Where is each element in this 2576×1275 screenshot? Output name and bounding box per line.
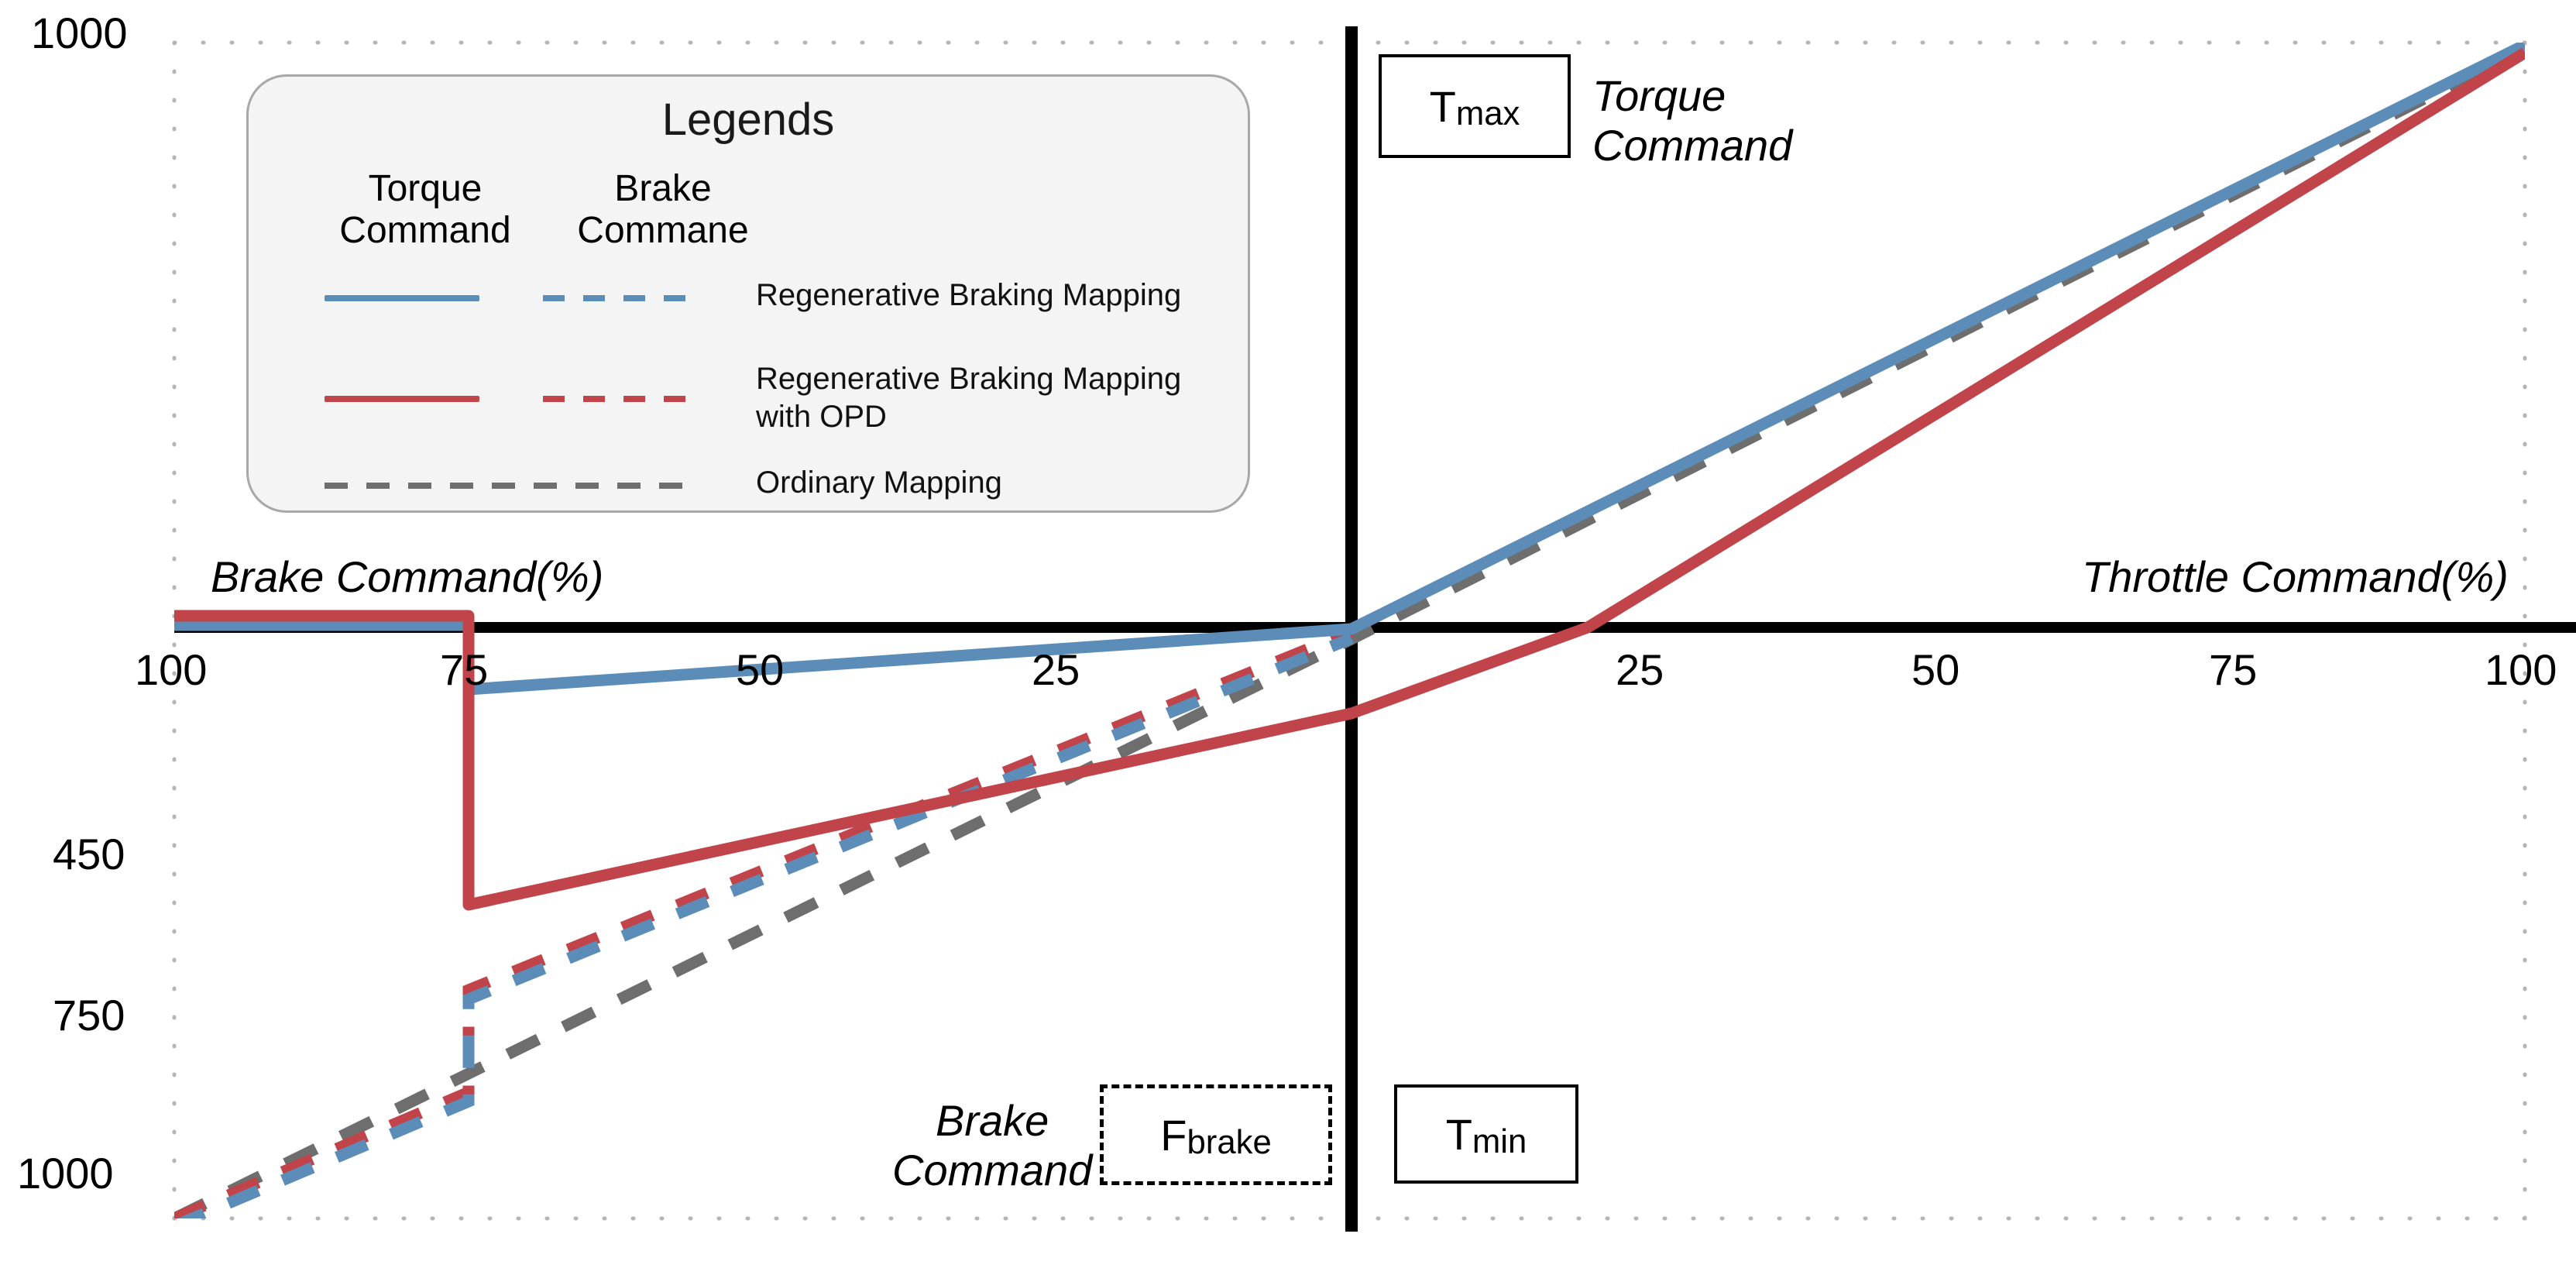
y-tick-1000-bottom: 1000 [17,1149,114,1198]
legend-col-brake-command: Brake Commane [547,168,779,252]
x-axis-title-brake: Brake Command(%) [211,552,604,601]
x-tick-brake-50: 50 [736,645,785,694]
legend-col2-line1: Brake [614,168,712,209]
series-brake-command-regen-dashed [177,633,1354,1218]
t-max-subscript: max [1455,94,1520,132]
brake-command-line2: Command [892,1146,1093,1195]
legend-label-ordinary-mapping: Ordinary Mapping [756,464,1221,502]
legend-swatch-dashed-grey [325,483,698,489]
y-tick-450: 450 [53,830,125,878]
torque-command-line1: Torque [1592,71,1726,120]
y-tick-1000-top: 1000 [31,9,128,57]
legend-row1-line2: with OPD [756,399,887,434]
legend-col-torque-command: Torque Command [309,168,541,252]
annotation-brake-command: Brake Command [892,1096,1092,1196]
legend-swatch-solid-blue [325,295,479,301]
legend-swatch-dashed-red [543,396,698,402]
legend-panel: Legends Torque Command Brake Commane Reg… [246,74,1250,513]
x-tick-brake-25: 25 [1032,645,1080,694]
legend-row2-line1: Ordinary Mapping [756,466,1002,500]
x-tick-throttle-75: 75 [2209,645,2258,694]
annotation-torque-command: Torque Command [1592,71,1792,171]
legend-title: Legends [661,95,835,145]
legend-swatch-dashed-blue [543,295,698,301]
y-tick-750: 750 [53,991,125,1040]
x-tick-throttle-25: 25 [1616,645,1664,694]
f-brake-label: F [1160,1110,1187,1160]
legend-swatch-solid-red [325,396,479,402]
legend-row1-line1: Regenerative Braking Mapping [756,362,1182,396]
legend-col2-line2: Commane [577,209,749,251]
torque-command-line2: Command [1592,121,1793,170]
legend-label-regen-braking-mapping: Regenerative Braking Mapping [756,277,1221,314]
f-brake-subscript: brake [1187,1122,1272,1161]
legend-label-regen-braking-mapping-opd: Regenerative Braking Mapping with OPD [756,360,1221,436]
brake-command-line1: Brake [936,1096,1049,1145]
series-torque-opd-solid [174,47,2525,911]
legend-row0-line1: Regenerative Braking Mapping [756,278,1182,312]
x-tick-throttle-50: 50 [1911,645,1960,694]
legend-col1-line1: Torque [368,168,483,209]
t-min-subscript: min [1472,1122,1527,1160]
x-tick-throttle-100: 100 [2485,645,2557,694]
x-tick-brake-100: 100 [135,645,208,694]
t-max-label: T [1429,81,1456,131]
x-tick-brake-75: 75 [440,645,489,694]
legend-col1-line2: Command [339,209,511,251]
t-min-label: T [1445,1109,1472,1159]
x-axis-title-throttle: Throttle Command(%) [2082,552,2509,601]
